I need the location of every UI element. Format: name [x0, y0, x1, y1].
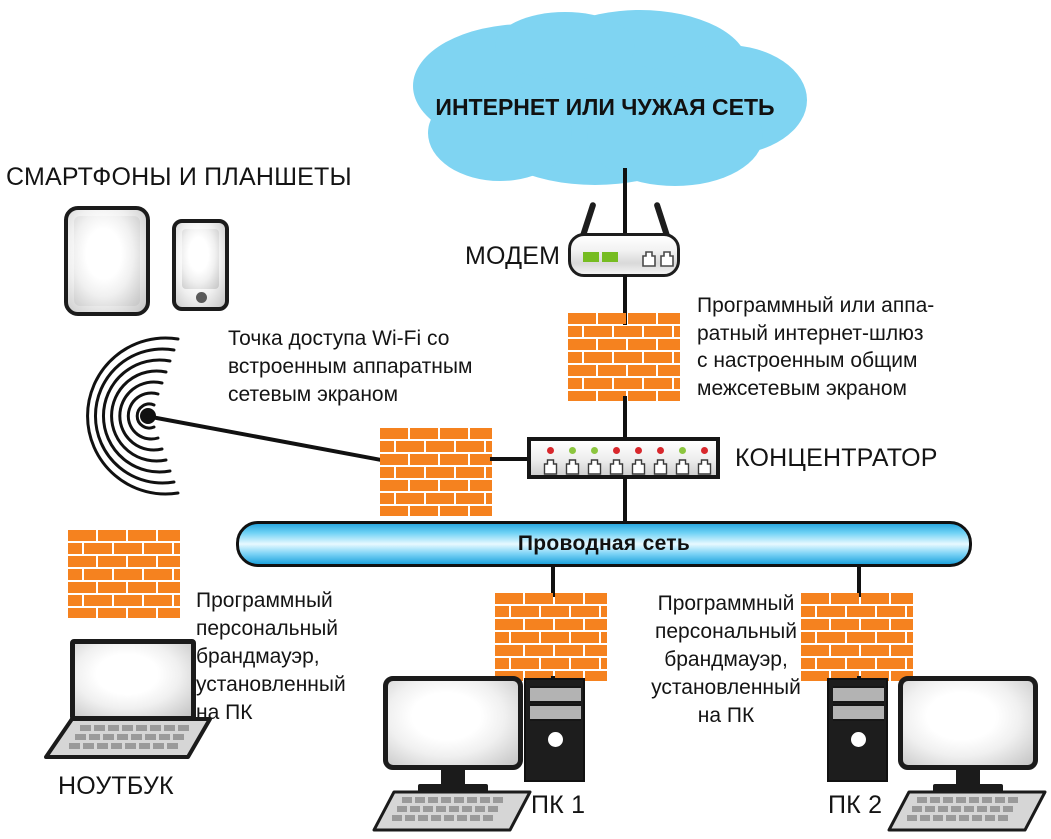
- line-wifi-firewall: [144, 410, 394, 470]
- line-gateway-hub: [623, 396, 627, 442]
- hub-led-4: [613, 447, 620, 454]
- tablet-device: [64, 206, 150, 316]
- line-wifi-hub: [490, 457, 528, 461]
- pc2-tower: [827, 678, 888, 782]
- laptop-label: НОУТБУК: [58, 772, 174, 800]
- modem-device: [568, 233, 680, 277]
- hub-led-7: [679, 447, 686, 454]
- wifi-note: Точка доступа Wi-Fi со встроенным аппара…: [228, 327, 473, 406]
- hub-led-2: [569, 447, 576, 454]
- cloud-title: ИНТЕРНЕТ ИЛИ ЧУЖАЯ СЕТЬ: [435, 94, 775, 120]
- pc2-tower-bay-1: [833, 686, 884, 703]
- hub-port-icon-8: [697, 459, 712, 475]
- pc1-label: ПК 1: [531, 791, 586, 819]
- modem-label: МОДЕМ: [465, 242, 561, 270]
- pc1-keyboard: [372, 789, 532, 833]
- hub-port-icon-6: [653, 459, 668, 475]
- pc1-tower-bay-1: [530, 686, 581, 703]
- hub-device: [527, 437, 720, 479]
- hub-label: КОНЦЕНТРАТОР: [735, 444, 938, 472]
- line-hub-wirednet: [623, 477, 627, 525]
- line-modem-gateway: [623, 275, 627, 325]
- pc2-keyboard: [887, 789, 1047, 833]
- modem-led-2: [602, 252, 618, 262]
- wired-network-bar: Проводная сеть: [236, 521, 972, 567]
- hub-led-8: [701, 447, 708, 454]
- pc1-monitor-neck: [441, 768, 465, 786]
- hub-port-icon-2: [565, 459, 580, 475]
- smartphone-home-button: [195, 292, 207, 303]
- pc1-tower: [524, 678, 585, 782]
- pc2-firewall-bricks: [801, 593, 913, 681]
- firewall-note-left: Программный персональный брандмауэр, уст…: [196, 589, 346, 724]
- smartphone-device: [172, 219, 229, 311]
- smartphones-label: СМАРТФОНЫ И ПЛАНШЕТЫ: [6, 163, 352, 191]
- gateway-firewall-bricks: [568, 313, 680, 401]
- pc1-firewall-bricks: [495, 593, 607, 681]
- tablet-screen: [74, 216, 140, 306]
- line-cloud-modem: [623, 168, 627, 240]
- laptop-base: [42, 717, 214, 761]
- firewall-note-right: Программный персональный брандмауэр, уст…: [651, 592, 801, 727]
- laptop-screen: [70, 639, 196, 721]
- internet-cloud: ИНТЕРНЕТ ИЛИ ЧУЖАЯ СЕТЬ: [405, 8, 807, 198]
- hub-led-6: [657, 447, 664, 454]
- pc2-tower-bay-2: [833, 704, 884, 721]
- pc1-monitor: [383, 676, 523, 770]
- modem-led-1: [583, 252, 599, 262]
- pc1-tower-bay-2: [530, 704, 581, 721]
- hub-port-icon-4: [609, 459, 624, 475]
- pc2-monitor-base: [933, 784, 1003, 793]
- wifi-firewall-bricks: [380, 428, 492, 516]
- laptop-firewall-bricks: [68, 530, 180, 618]
- modem-port-icon-1: [642, 251, 656, 267]
- hub-led-5: [635, 447, 642, 454]
- smartphone-screen: [182, 229, 219, 289]
- pc2-monitor-neck: [956, 768, 980, 786]
- line-wirednet-pc1: [551, 565, 555, 597]
- hub-led-3: [591, 447, 598, 454]
- pc1-power-button: [548, 732, 563, 747]
- hub-port-icon-7: [675, 459, 690, 475]
- hub-port-icon-1: [543, 459, 558, 475]
- pc2-label: ПК 2: [828, 791, 883, 819]
- wired-network-label: Проводная сеть: [517, 532, 691, 555]
- pc2-power-button: [851, 732, 866, 747]
- modem-port-icon-2: [660, 251, 674, 267]
- hub-port-icon-5: [631, 459, 646, 475]
- pc1-monitor-base: [418, 784, 488, 793]
- line-wirednet-pc2: [857, 565, 861, 597]
- hub-port-icon-3: [587, 459, 602, 475]
- hub-led-1: [547, 447, 554, 454]
- gateway-note: Программный или аппа- ратный интернет-шл…: [697, 294, 935, 401]
- pc2-monitor: [898, 676, 1038, 770]
